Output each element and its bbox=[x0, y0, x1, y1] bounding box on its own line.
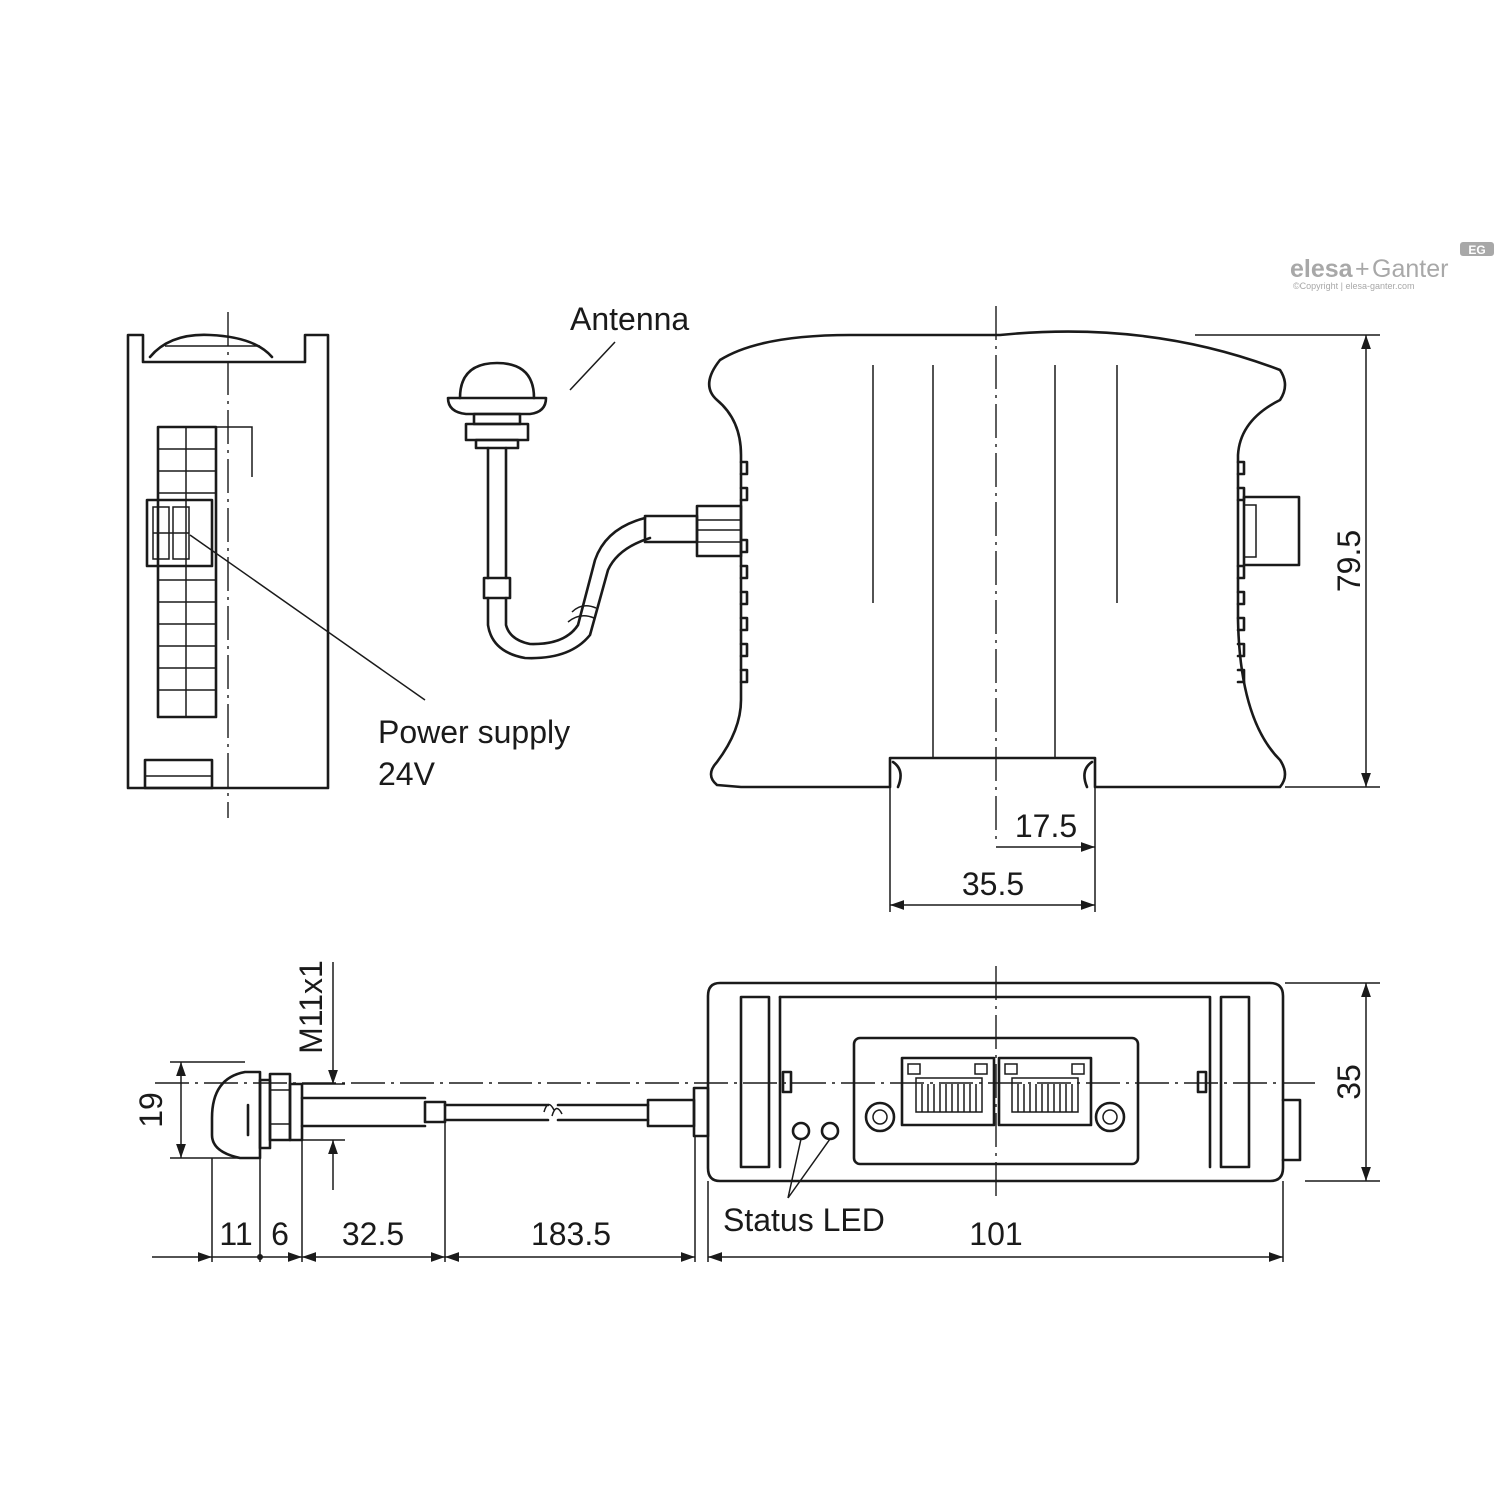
front-view bbox=[707, 306, 1301, 845]
dim-35: 35 bbox=[1331, 1064, 1367, 1100]
logo-badge bbox=[1460, 242, 1494, 256]
dimension-height bbox=[1195, 334, 1380, 788]
dim-101: 101 bbox=[969, 1216, 1022, 1252]
bottom-view bbox=[155, 966, 1315, 1199]
antenna-drawing bbox=[446, 341, 743, 660]
dimension-thread bbox=[302, 962, 345, 1190]
dim-35-5: 35.5 bbox=[962, 866, 1024, 902]
dimension-rail bbox=[889, 760, 1096, 912]
antenna-label: Antenna bbox=[570, 301, 689, 337]
status-led-label: Status LED bbox=[723, 1202, 885, 1238]
power-supply-leader bbox=[189, 534, 426, 701]
dim-79-5: 79.5 bbox=[1331, 530, 1367, 592]
dim-183-5: 183.5 bbox=[531, 1216, 611, 1252]
side-view bbox=[126, 312, 426, 818]
dimension-depth bbox=[1285, 982, 1380, 1182]
dim-6: 6 bbox=[271, 1216, 289, 1252]
power-supply-label: Power supply bbox=[378, 714, 570, 750]
brand-logo: EG elesa + Ganter ©Copyright | elesa-gan… bbox=[1290, 242, 1494, 291]
power-terminal bbox=[145, 498, 214, 568]
logo-copyright: ©Copyright | elesa-ganter.com bbox=[1293, 281, 1415, 291]
logo-plus: + bbox=[1355, 255, 1370, 283]
status-led-2 bbox=[820, 1121, 840, 1141]
status-led-1 bbox=[791, 1121, 811, 1141]
logo-badge-text: EG bbox=[1468, 243, 1485, 257]
logo-secondary: Ganter bbox=[1372, 255, 1448, 283]
dimension-chain bbox=[152, 1122, 1284, 1262]
dimension-diameter bbox=[170, 1061, 245, 1159]
dim-32-5: 32.5 bbox=[342, 1216, 404, 1252]
dim-17-5: 17.5 bbox=[1015, 808, 1077, 844]
power-supply-voltage: 24V bbox=[378, 756, 436, 792]
dim-11: 11 bbox=[219, 1216, 252, 1252]
dim-19: 19 bbox=[133, 1092, 169, 1128]
logo-primary: elesa bbox=[1290, 255, 1354, 283]
dim-m11x1: M11x1 bbox=[293, 960, 329, 1054]
